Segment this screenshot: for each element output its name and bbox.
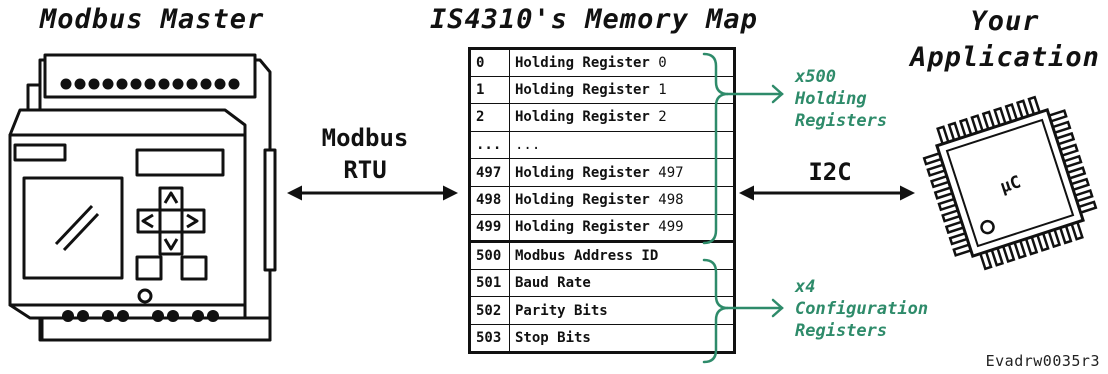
memory-map-row: 501 Baud Rate	[469, 268, 735, 298]
register-label: Holding Register	[515, 192, 650, 209]
register-name-cell: ...	[509, 130, 735, 160]
register-name-cell: Holding Register 1	[509, 75, 735, 105]
register-label: Holding Register	[515, 81, 650, 98]
i2c-label: I2C	[808, 158, 852, 186]
memory-map-row: 502 Parity Bits	[469, 296, 735, 325]
plc-device-icon	[8, 53, 277, 342]
holding-registers-brace	[702, 52, 784, 245]
register-name-cell: Baud Rate	[509, 268, 735, 298]
register-name-cell: Holding Register 498	[509, 185, 735, 215]
modbus-rtu-line1: Modbus	[321, 124, 409, 152]
holding-group-label: x500 Holding Registers	[795, 66, 887, 132]
memory-map-row: 503 Stop Bits	[469, 323, 735, 353]
application-heading-line2: Application	[910, 42, 1100, 73]
register-name-cell: Holding Register 2	[509, 103, 735, 132]
register-label: Baud Rate	[515, 275, 591, 292]
memory-map-row: 500 Modbus Address ID	[469, 240, 735, 270]
application-heading: Your Application	[905, 4, 1105, 76]
signature: Evadrw0035r3	[985, 352, 1100, 370]
application-heading-line1: Your	[970, 6, 1040, 37]
config-group-label: x4 Configuration Registers	[795, 276, 928, 342]
register-name-cell: Holding Register 499	[509, 213, 735, 243]
holding-group-name: Holding	[795, 89, 867, 109]
register-number: 499	[658, 219, 684, 236]
config-group-name: Configuration	[795, 299, 929, 319]
register-address: 502	[469, 296, 510, 325]
config-group-kind: Registers	[795, 321, 888, 341]
register-name-cell: Holding Register 497	[509, 158, 735, 187]
register-label: Holding Register	[515, 54, 650, 71]
register-name-cell: Stop Bits	[509, 323, 735, 353]
holding-group-count: x500	[795, 67, 836, 87]
register-address: 501	[469, 268, 510, 298]
register-address: 498	[469, 185, 510, 215]
register-address: 2	[469, 103, 510, 132]
register-name-cell: Parity Bits	[509, 296, 735, 325]
register-number: 497	[658, 164, 684, 181]
modbus-rtu-line2: RTU	[343, 156, 387, 184]
register-label: Holding Register	[515, 219, 650, 236]
register-label: Parity Bits	[515, 302, 608, 319]
register-address: 1	[469, 75, 510, 105]
register-address: 499	[469, 213, 510, 243]
register-label: ...	[515, 137, 541, 154]
register-label: Holding Register	[515, 164, 650, 181]
register-address: 497	[469, 158, 510, 187]
register-label: Modbus Address ID	[515, 247, 659, 264]
register-address: 500	[469, 240, 510, 270]
holding-group-kind: Registers	[795, 111, 888, 131]
register-number: 498	[658, 192, 684, 209]
register-name-cell: Holding Register 0	[509, 48, 735, 77]
register-label: Holding Register	[515, 109, 650, 126]
register-number: 2	[658, 109, 667, 126]
config-registers-brace	[702, 258, 784, 364]
register-label: Stop Bits	[515, 329, 591, 346]
register-number: 0	[658, 54, 667, 71]
modbus-rtu-label: Modbus RTU	[300, 122, 430, 186]
microcontroller-chip-icon: µC	[922, 95, 1098, 271]
memory-map-row: ......	[469, 130, 735, 160]
config-group-count: x4	[795, 277, 816, 297]
register-address: 503	[469, 323, 510, 353]
register-address: ...	[469, 130, 510, 160]
register-name-cell: Modbus Address ID	[509, 240, 735, 270]
register-number: 1	[658, 81, 667, 98]
memory-map-heading: IS4310's Memory Map	[430, 4, 758, 35]
modbus-master-heading: Modbus Master	[40, 4, 265, 35]
